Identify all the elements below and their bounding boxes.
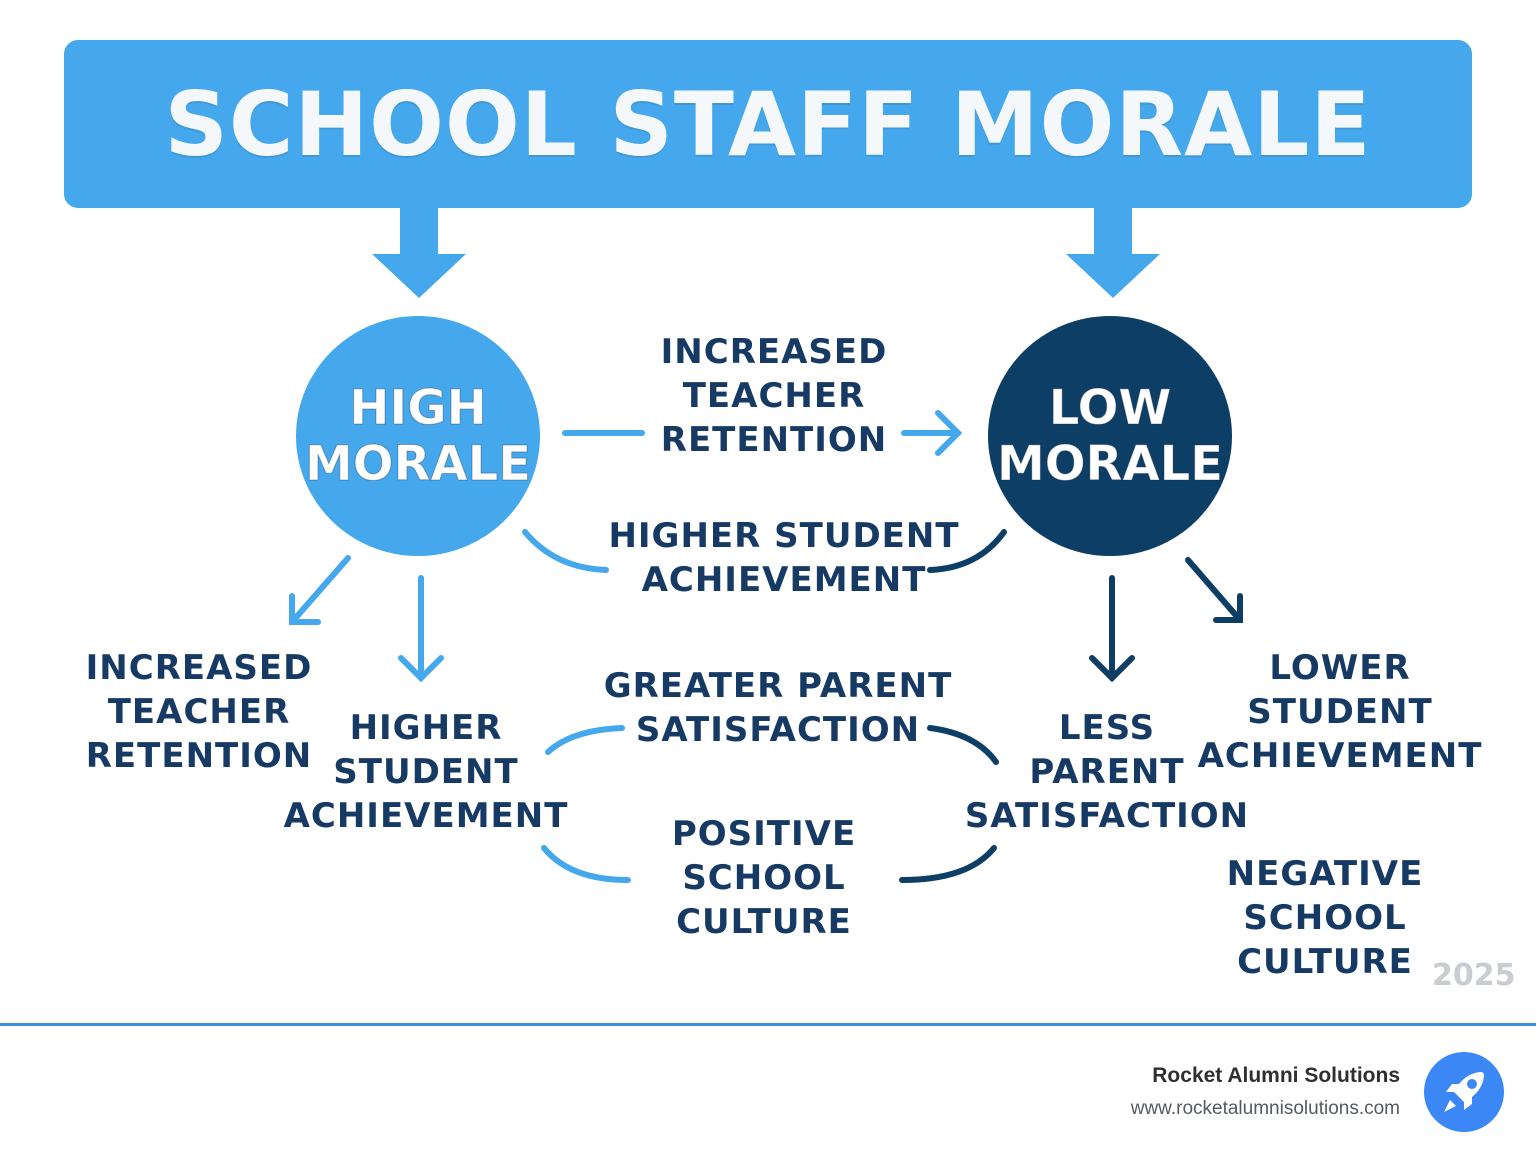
- center-label-student-achievement: HIGHER STUDENT ACHIEVEMENT: [608, 516, 960, 600]
- parent-arc-right: [927, 725, 999, 765]
- diagram-title: SCHOOL STAFF MORALE: [164, 72, 1372, 176]
- high-morale-line-1: HIGH: [349, 380, 488, 437]
- center-label-school-culture: POSITIVE SCHOOL CULTURE: [671, 814, 857, 942]
- center-label-teacher-retention: INCREASED TEACHER RETENTION: [660, 332, 888, 460]
- down-arrow-left: [372, 208, 466, 298]
- culture-arc-left: [541, 845, 631, 883]
- high-arrow-achievement: [398, 575, 444, 683]
- low-outcome-parent-satisfaction: LESS PARENT SATISFACTION: [964, 708, 1250, 836]
- parent-arc-left: [545, 725, 625, 755]
- low-morale-line-2: MORALE: [996, 436, 1224, 493]
- high-outcome-student-achievement: HIGHER STUDENT ACHIEVEMENT: [283, 708, 569, 836]
- low-arrow-achievement: [1185, 557, 1243, 623]
- retention-connector-arrow: [901, 410, 963, 456]
- brand-url[interactable]: www.rocketalumnisolutions.com: [1130, 1098, 1400, 1119]
- low-outcome-student-achievement: LOWER STUDENT ACHIEVEMENT: [1197, 648, 1483, 776]
- high-outcome-teacher-retention: INCREASED TEACHER RETENTION: [85, 648, 313, 776]
- low-outcome-school-culture: NEGATIVE SCHOOL CULTURE: [1226, 854, 1424, 982]
- low-morale-node: LOW MORALE: [988, 316, 1232, 556]
- achievement-arc-right: [927, 529, 1007, 573]
- high-morale-node: HIGH MORALE: [296, 316, 540, 556]
- brand-name: Rocket Alumni Solutions: [1152, 1064, 1400, 1087]
- high-morale-line-2: MORALE: [304, 436, 532, 493]
- title-banner: SCHOOL STAFF MORALE: [64, 40, 1472, 208]
- year-label: 2025: [1432, 958, 1516, 993]
- rocket-logo-icon: [1424, 1052, 1504, 1132]
- low-arrow-parent: [1089, 575, 1135, 683]
- culture-arc-right: [899, 845, 997, 883]
- high-arrow-retention: [289, 555, 351, 625]
- low-morale-line-1: LOW: [1048, 380, 1172, 437]
- footer-divider: [0, 1023, 1536, 1026]
- center-label-parent-satisfaction: GREATER PARENT SATISFACTION: [603, 666, 953, 750]
- down-arrow-right: [1066, 208, 1160, 298]
- achievement-arc-left: [522, 529, 609, 573]
